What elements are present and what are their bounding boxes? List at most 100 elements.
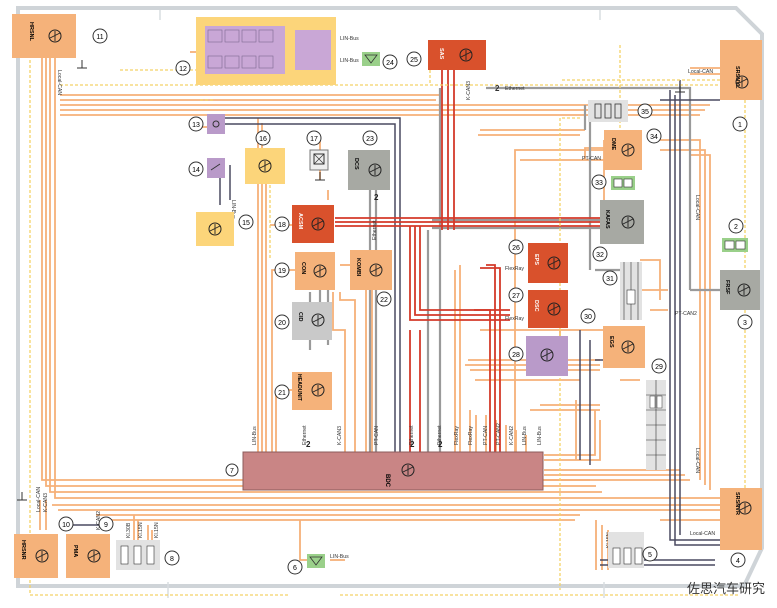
ecu-dme: DME 34 bbox=[604, 128, 662, 170]
sensor-17: 17 bbox=[306, 130, 329, 171]
component-number-11: 11 bbox=[96, 34, 103, 41]
ecu-con: CON 19 bbox=[274, 252, 335, 290]
bus-label-lin: LIN-Bus bbox=[522, 426, 528, 445]
lin-panel: 12 bbox=[175, 17, 336, 85]
component-number-30: 30 bbox=[584, 314, 592, 321]
fuse-block-29: 29 bbox=[646, 358, 667, 470]
wire-count-label: 2 bbox=[438, 440, 443, 449]
component-number-29: 29 bbox=[655, 364, 663, 371]
ecu-label: PMA bbox=[72, 545, 78, 557]
bus-label-local-can: Local-CAN bbox=[36, 487, 42, 512]
component-number-24: 24 bbox=[386, 60, 394, 67]
component-number-14: 14 bbox=[192, 167, 200, 174]
bus-label-ethernet: Ethernet bbox=[372, 220, 378, 240]
bus-label-local-can: Local-CAN bbox=[694, 448, 700, 473]
ecu-srsnvr: SRSNVR 4 bbox=[720, 488, 762, 568]
ecu-kafas: KAFAS 32 bbox=[592, 200, 644, 262]
ecu-frsf: FRSF 3 bbox=[720, 270, 760, 330]
bus-label-pt-can2: PT-CAN2 bbox=[675, 311, 697, 317]
lin-module-6: 6 bbox=[287, 554, 325, 575]
ecu-label: EPS bbox=[533, 254, 539, 265]
component-number-19: 19 bbox=[278, 268, 286, 275]
bus-label-kl15n: Kl.15N bbox=[154, 522, 160, 538]
bus-label-local-can: Local-CAN bbox=[56, 70, 62, 95]
fuse-block-35: 35 bbox=[588, 100, 653, 122]
wire-count-label: 2 bbox=[306, 440, 311, 449]
fuse-block-31: 31 bbox=[602, 262, 642, 320]
ecu-label: CID bbox=[297, 312, 303, 322]
component-number-6: 6 bbox=[293, 565, 297, 572]
ecu-label: CON bbox=[300, 262, 306, 274]
component-number-8: 8 bbox=[170, 556, 174, 563]
ecu-headunit: HEADUNIT 21 bbox=[274, 372, 332, 410]
ecu-label: DME bbox=[610, 138, 616, 151]
component-number-34: 34 bbox=[650, 134, 658, 141]
bus-label-kl15n: Kl.15N bbox=[138, 522, 144, 538]
component-number-28: 28 bbox=[512, 352, 520, 359]
ecu-dsc: DSC 27 bbox=[508, 287, 568, 328]
ecu-label: HRSNL bbox=[28, 22, 34, 42]
sensor-2: 2 bbox=[722, 218, 748, 252]
ecu-label: SRSNVL bbox=[734, 66, 740, 89]
lin-module-15: 15 bbox=[196, 212, 254, 246]
bus-label-lin: LIN-Bus bbox=[340, 36, 359, 42]
ecu-srsnvl: SRSNVL 1 bbox=[720, 40, 762, 132]
bus-label-flexray: FlexRay bbox=[505, 266, 524, 272]
watermark: 佐思汽车研究 bbox=[686, 582, 765, 597]
ecu-28: 28 bbox=[508, 336, 568, 376]
fuse-block-8: 8 bbox=[116, 540, 180, 570]
ecu-label: KAFAS bbox=[604, 210, 610, 229]
wire-count-marks: 2 2 2 2 bbox=[306, 193, 443, 449]
bus-label-lin: LIN-Bus bbox=[252, 426, 258, 445]
ecu-symbol-icon bbox=[402, 465, 414, 475]
bus-label-ethernet: Ethernet bbox=[505, 86, 525, 92]
bus-label-local-can: Local-CAN bbox=[694, 195, 700, 220]
ecu-egs: EGS 30 bbox=[580, 308, 645, 368]
component-number-3: 3 bbox=[743, 320, 747, 327]
ecu-label: DSC bbox=[533, 300, 539, 312]
sensor-33: 33 bbox=[591, 174, 635, 190]
ecu-cid: CID 20 bbox=[274, 302, 332, 340]
ground-symbols bbox=[17, 60, 685, 501]
ecu-label: EGS bbox=[608, 336, 614, 348]
ecu-dcs: DCS 23 bbox=[348, 130, 390, 190]
lin-module-16: 16 bbox=[245, 130, 285, 184]
component-number-18: 18 bbox=[278, 222, 286, 229]
bus-label-k-can3: K-CAN3 bbox=[43, 493, 49, 512]
bus-label-pt-can2: PT-CAN2 bbox=[496, 423, 502, 445]
bus-label-flexray: FlexRay bbox=[505, 316, 524, 322]
wire-count-label: 2 bbox=[410, 440, 415, 449]
bus-label-ethernet: Ethernet bbox=[409, 425, 415, 445]
bus-label-pt-can: PT-CAN bbox=[483, 426, 489, 445]
component-number-26: 26 bbox=[512, 245, 520, 252]
lin-module-13: 13 bbox=[188, 114, 225, 134]
ecu-label: KOMBI bbox=[355, 258, 361, 277]
component-number-33: 33 bbox=[595, 180, 603, 187]
component-number-10: 10 bbox=[62, 522, 70, 529]
ecu-kombi: KOMBI 22 bbox=[350, 250, 392, 307]
component-number-1: 1 bbox=[738, 122, 742, 129]
bus-label-k-can3: K-CAN3 bbox=[337, 426, 343, 445]
bus-label-k-can3: K-CAN3 bbox=[466, 81, 472, 100]
ecu-pma: PMA 9 bbox=[66, 516, 114, 578]
bus-label-kl30b: Kl.30B bbox=[126, 522, 132, 538]
ecu-hrsnl: HRSNL 11 bbox=[12, 14, 108, 58]
component-number-13: 13 bbox=[192, 122, 200, 129]
bus-label-flexray: FlexRay bbox=[468, 426, 474, 445]
component-number-4: 4 bbox=[736, 558, 740, 565]
component-number-20: 20 bbox=[278, 320, 286, 327]
lin-module-24: 24 bbox=[362, 52, 398, 70]
component-number-31: 31 bbox=[606, 276, 614, 283]
bus-label-k-can2: K-CAN2 bbox=[96, 511, 102, 530]
component-number-9: 9 bbox=[104, 522, 108, 529]
component-number-7: 7 bbox=[230, 468, 234, 475]
ecu-label: ACSM bbox=[297, 213, 303, 230]
bus-label-lin: LIN-Bus bbox=[340, 58, 359, 64]
bus-label-lin: LIN-Bus bbox=[230, 200, 236, 219]
ecu-acsm: ACSM 18 bbox=[274, 205, 334, 243]
bus-label-pt-can: PT-CAN bbox=[374, 426, 380, 445]
ecu-label: SRSNVR bbox=[734, 492, 740, 515]
component-number-27: 27 bbox=[512, 293, 520, 300]
